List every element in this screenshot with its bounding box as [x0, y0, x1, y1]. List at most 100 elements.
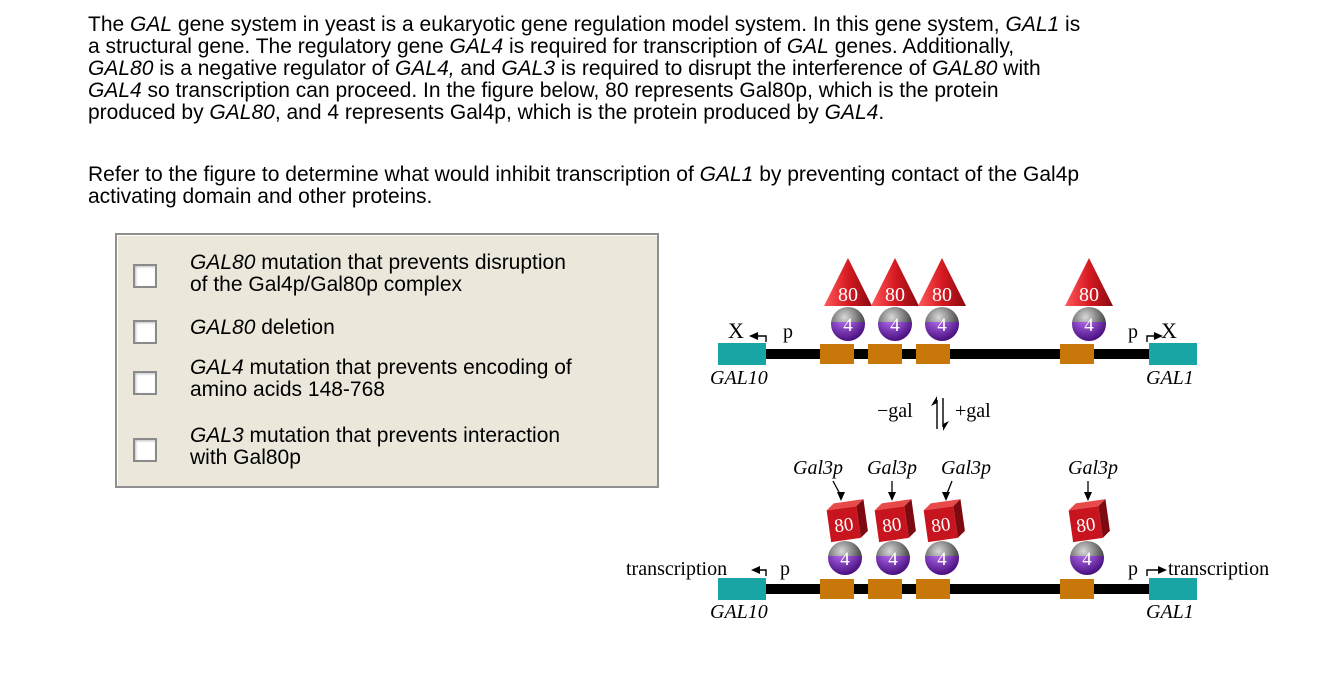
gal4-lower [828, 556, 862, 575]
promoter-arrow-stem [757, 335, 767, 342]
gal4-upper [925, 307, 959, 322]
gal4-upper [828, 541, 862, 556]
choice-1-checkbox[interactable] [133, 264, 157, 288]
gal80-triangle [918, 258, 966, 306]
gal3p-arrowhead-0 [837, 492, 845, 501]
gal4-upper [831, 307, 865, 322]
choice-2-label: GAL80 deletion [190, 316, 335, 339]
gal80-number: 80 [930, 514, 952, 537]
gal80-cube-side [1098, 499, 1110, 538]
gal3p-label-3: Gal3p [1068, 457, 1118, 479]
bottom-dna-uas-box [868, 579, 902, 599]
promoter-arrowhead [751, 566, 760, 574]
top-gal80-3: 80 [1065, 258, 1113, 306]
gal4-lower [876, 556, 910, 575]
bottom-gene-right-label: GAL1 [1146, 601, 1194, 623]
top-gal80-2: 80 [918, 258, 966, 306]
bottom-dna-uas-box [820, 579, 854, 599]
gal80-cube-top [826, 499, 864, 511]
gal4-upper [1070, 541, 1104, 556]
gal80-number: 80 [885, 284, 905, 306]
gal4-upper [925, 541, 959, 556]
bottom-gal80-1: 80 [874, 499, 916, 543]
top-dna-uas-box [1060, 344, 1094, 364]
gal80-cube-front [1068, 506, 1103, 543]
choice-2-checkbox[interactable] [133, 320, 157, 344]
choice-4-checkbox[interactable] [133, 438, 157, 462]
gal80-cube-side [953, 499, 965, 538]
bottom-gal80-2: 80 [923, 499, 965, 543]
gal80-cube-top [923, 499, 961, 511]
choice-3-checkbox[interactable] [133, 371, 157, 395]
gal80-cube-top [874, 499, 912, 511]
gal80-cube-front [923, 506, 958, 543]
promoter-arrowhead [1154, 332, 1163, 340]
top-gal4-0: 4 [831, 307, 865, 341]
promoter-arrowhead [1158, 566, 1167, 574]
bottom-gal80-0: 80 [826, 499, 868, 543]
gal4-lower [1072, 322, 1106, 341]
gal4-number: 4 [840, 549, 850, 570]
gal4-number: 4 [1082, 549, 1092, 570]
plus-gal-label: +gal [955, 400, 991, 422]
gal80-triangle [871, 258, 919, 306]
gal3p-arrowhead-1 [888, 492, 896, 501]
question-paragraph-2: Refer to the figure to determine what wo… [88, 163, 1080, 208]
gal4-upper [1072, 307, 1106, 322]
equilibrium-down-head [943, 421, 949, 431]
bottom-gal4-3: 4 [1070, 541, 1104, 575]
gal80-cube-side [856, 499, 868, 538]
bottom-dna-gene-left-box [718, 578, 766, 600]
gal80-number: 80 [881, 514, 903, 537]
top-dna-uas-box [820, 344, 854, 364]
top-promoter-right: p [1128, 321, 1138, 343]
gal80-cube-top [1068, 499, 1106, 511]
bottom-gal4-2: 4 [925, 541, 959, 575]
bottom-transcription-right: transcription [1168, 558, 1269, 580]
gal4-lower [878, 322, 912, 341]
top-gal80-0: 80 [824, 258, 872, 306]
top-x-left: X [728, 318, 744, 343]
gal4-number: 4 [1084, 315, 1094, 336]
gal4-lower [831, 322, 865, 341]
bottom-gal80-3: 80 [1068, 499, 1110, 543]
bottom-transcription-left: transcription [626, 558, 727, 580]
gal4-lower [925, 322, 959, 341]
top-gal4-1: 4 [878, 307, 912, 341]
top-gal4-3: 4 [1072, 307, 1106, 341]
gal3p-label-2: Gal3p [941, 457, 991, 479]
bottom-gene-left-label: GAL10 [710, 601, 768, 623]
bottom-dna-gene-right-box [1149, 578, 1197, 600]
gal80-cube-side [904, 499, 916, 538]
gal4-number: 4 [937, 315, 947, 336]
gal3p-arrowhead-3 [1084, 492, 1092, 501]
top-gal4-2: 4 [925, 307, 959, 341]
gal4-number: 4 [843, 315, 853, 336]
bottom-dna-uas-box [1060, 579, 1094, 599]
top-gal80-1: 80 [871, 258, 919, 306]
promoter-arrow-stem [1146, 335, 1155, 342]
gal4-upper [878, 307, 912, 322]
gal3p-label-1: Gal3p [867, 457, 917, 479]
top-promoter-left: p [783, 321, 793, 343]
top-dna-gene-left-box [718, 343, 766, 365]
gal4-number: 4 [937, 549, 947, 570]
gal4-lower [925, 556, 959, 575]
equilibrium-up-head [931, 396, 937, 406]
promoter-arrowhead [749, 332, 758, 340]
gal80-triangle [824, 258, 872, 306]
gal4-upper [876, 541, 910, 556]
gal4-number: 4 [888, 549, 898, 570]
gal80-triangle [1065, 258, 1113, 306]
bottom-gal4-0: 4 [828, 541, 862, 575]
bottom-promoter-left: p [780, 558, 790, 580]
gal4-number: 4 [890, 315, 900, 336]
question-paragraph-1: The GAL gene system in yeast is a eukary… [88, 13, 1081, 124]
bottom-promoter-right: p [1128, 558, 1138, 580]
top-x-right: X [1161, 318, 1177, 343]
gal4-lower [1070, 556, 1104, 575]
